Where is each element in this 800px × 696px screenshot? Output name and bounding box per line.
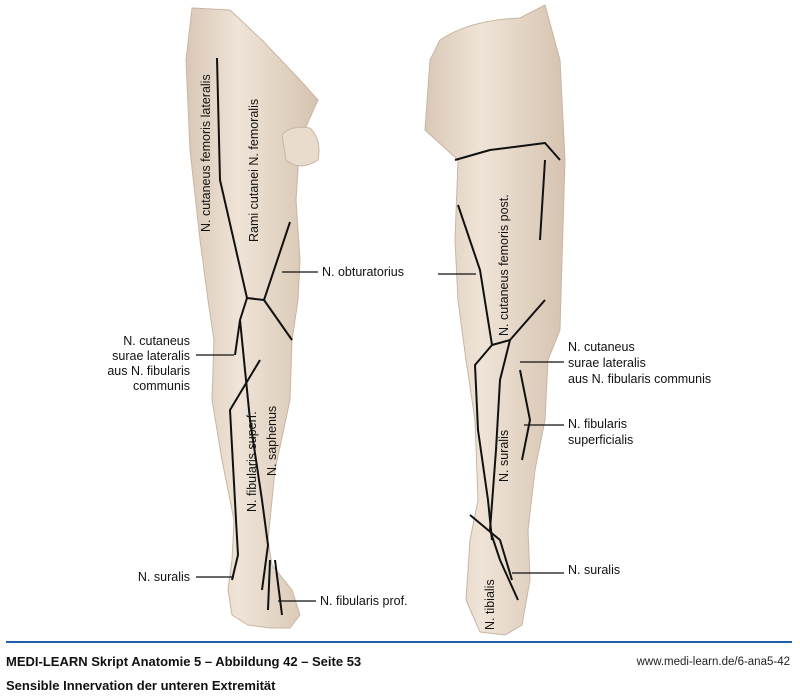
label-surae-lat-1: N. cutaneus — [123, 334, 190, 348]
label-cut-fem-post: N. cutaneus femoris post. — [497, 194, 511, 336]
label-cut-fem-lat: N. cutaneus femoris lateralis — [199, 74, 213, 232]
label-surae-lat-post-3: aus N. fibularis communis — [568, 372, 711, 386]
label-suralis-post: N. suralis — [568, 563, 620, 577]
label-fib-superf: N. fibularis superf. — [245, 411, 259, 512]
label-obturatorius: N. obturatorius — [322, 265, 404, 279]
label-rami-fem: Rami cutanei N. femoralis — [247, 99, 261, 242]
genitalia — [281, 126, 320, 167]
figure-subtitle: Sensible Innervation der unteren Extremi… — [6, 678, 276, 693]
label-tibialis: N. tibialis — [483, 579, 497, 630]
posterior-leg — [424, 4, 566, 636]
footer-divider — [6, 641, 792, 643]
label-suralis-ant: N. suralis — [138, 570, 190, 584]
label-fib-superf-post-2: superficialis — [568, 433, 633, 447]
label-surae-lat-4: communis — [133, 379, 190, 393]
label-surae-lat-2: surae lateralis — [112, 349, 190, 363]
leg-innervation-diagram: N. cutaneus femoris lateralis Rami cutan… — [107, 4, 711, 636]
label-suralis-vert: N. suralis — [497, 430, 511, 482]
label-surae-lat-post-1: N. cutaneus — [568, 340, 635, 354]
anterior-leg — [185, 7, 320, 629]
label-surae-lat-3: aus N. fibularis — [107, 364, 190, 378]
label-fib-prof: N. fibularis prof. — [320, 594, 408, 608]
label-surae-lat-post-2: surae lateralis — [568, 356, 646, 370]
label-saphenus: N. saphenus — [265, 406, 279, 476]
figure-url: www.medi-learn.de/6-ana5-42 — [636, 656, 790, 668]
label-fib-superf-post-1: N. fibularis — [568, 417, 627, 431]
figure-title: MEDI-LEARN Skript Anatomie 5 – Abbildung… — [6, 654, 362, 669]
